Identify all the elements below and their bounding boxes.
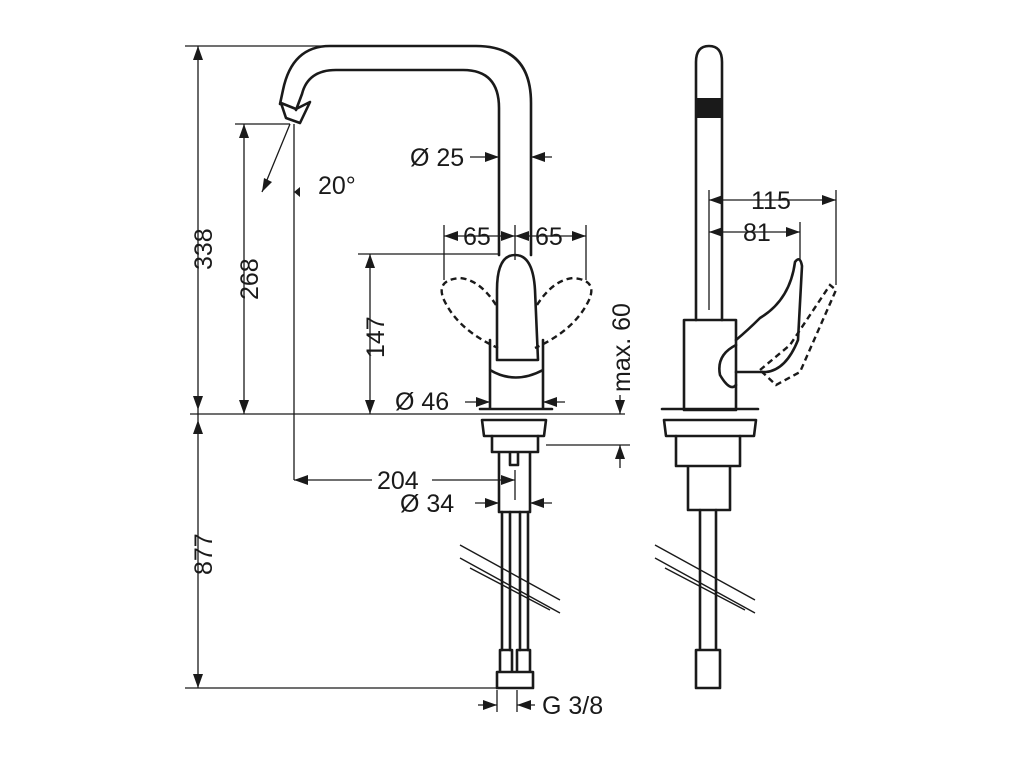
shank [490, 434, 540, 514]
aerator [279, 100, 312, 125]
label-spout-height: 268 [236, 258, 264, 300]
lever-handle [495, 253, 540, 362]
label-spout-reach: 204 [377, 467, 419, 495]
label-hose-length: 877 [190, 533, 218, 575]
side-break-lines [654, 544, 756, 614]
label-spout-angle: 20° [318, 172, 356, 200]
label-body-diameter: Ø 46 [395, 388, 449, 416]
label-swing-right: 65 [535, 223, 563, 251]
mixer-body [488, 338, 545, 410]
label-shank-diameter: Ø 34 [400, 490, 454, 518]
side-aerator [697, 98, 721, 118]
side-lever-dashed [758, 283, 838, 387]
break-lines [459, 544, 561, 614]
label-side-reach-outer: 115 [751, 187, 791, 215]
side-view [654, 44, 838, 690]
dimension-lines [185, 45, 837, 712]
side-lever-joint [718, 343, 738, 389]
label-connection: G 3/8 [542, 692, 603, 720]
label-side-reach-inner: 81 [743, 219, 771, 247]
side-lever [734, 258, 804, 374]
dimension-labels: 338 268 20° Ø 25 65 65 147 max. 60 Ø 46 … [190, 144, 791, 720]
side-body [682, 318, 738, 412]
hose-connectors [495, 648, 535, 690]
spout-outline [294, 68, 501, 257]
label-total-height: 338 [190, 228, 218, 270]
label-max-mounting: max. 60 [608, 303, 636, 392]
spout-outline-outer [278, 44, 533, 257]
side-hose [694, 508, 722, 690]
front-view [278, 44, 593, 690]
label-swing-left: 65 [463, 223, 491, 251]
side-base [660, 407, 760, 438]
side-shank [674, 434, 742, 512]
handle-swing-left [440, 276, 499, 350]
label-spout-diameter: Ø 25 [410, 144, 464, 172]
handle-swing-right [534, 276, 593, 350]
side-spout [694, 44, 724, 322]
label-lever-height: 147 [362, 316, 390, 358]
base-plate [478, 407, 554, 438]
